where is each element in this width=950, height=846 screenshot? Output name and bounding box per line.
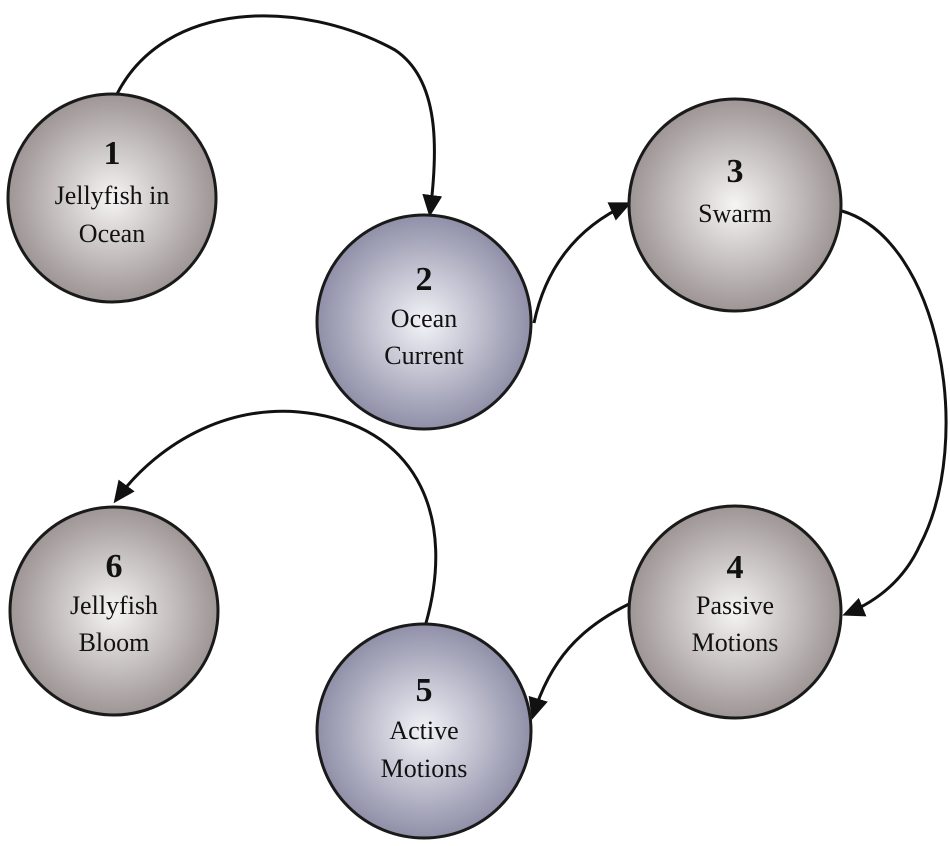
node-circle: [315, 622, 533, 840]
node-circle: [8, 505, 220, 717]
arrow-4-to-5: [528, 602, 630, 720]
node-label-line: Motions: [692, 628, 779, 657]
node-jellyfish-in-ocean: 1 Jellyfish in Ocean: [6, 92, 218, 304]
arrow-5-to-6: [113, 409, 438, 624]
node-label-line: Swarm: [698, 199, 772, 228]
node-label-line: Bloom: [79, 628, 150, 657]
node-swarm: 3 Swarm: [627, 97, 843, 313]
node-number: 6: [106, 548, 123, 585]
node-label-line: Active: [389, 716, 458, 745]
arrow-2-to-3: [532, 202, 632, 324]
node-label-line: Ocean: [391, 304, 457, 333]
arrow-3-to-4: [841, 209, 948, 617]
node-circle: [6, 92, 218, 304]
node-circle: [627, 504, 843, 720]
node-label-line: Current: [384, 341, 464, 370]
arrow-1-to-2: [115, 14, 443, 217]
node-number: 3: [727, 153, 744, 190]
node-label-line: Motions: [381, 754, 468, 783]
node-label-line: Jellyfish: [70, 591, 158, 620]
node-passive-motions: 4 Passive Motions: [627, 504, 843, 720]
node-number: 2: [416, 261, 433, 298]
node-jellyfish-bloom: 6 Jellyfish Bloom: [8, 505, 220, 717]
node-label-line: Passive: [696, 591, 774, 620]
node-active-motions: 5 Active Motions: [315, 622, 533, 840]
node-label-line: Ocean: [79, 219, 145, 248]
node-circle: [627, 97, 843, 313]
node-number: 1: [104, 135, 121, 172]
node-number: 5: [416, 672, 433, 709]
node-circle: [315, 213, 533, 431]
node-number: 4: [727, 549, 744, 586]
node-label-line: Jellyfish in: [55, 181, 170, 210]
edges: [113, 14, 948, 720]
node-ocean-current: 2 Ocean Current: [315, 213, 533, 431]
